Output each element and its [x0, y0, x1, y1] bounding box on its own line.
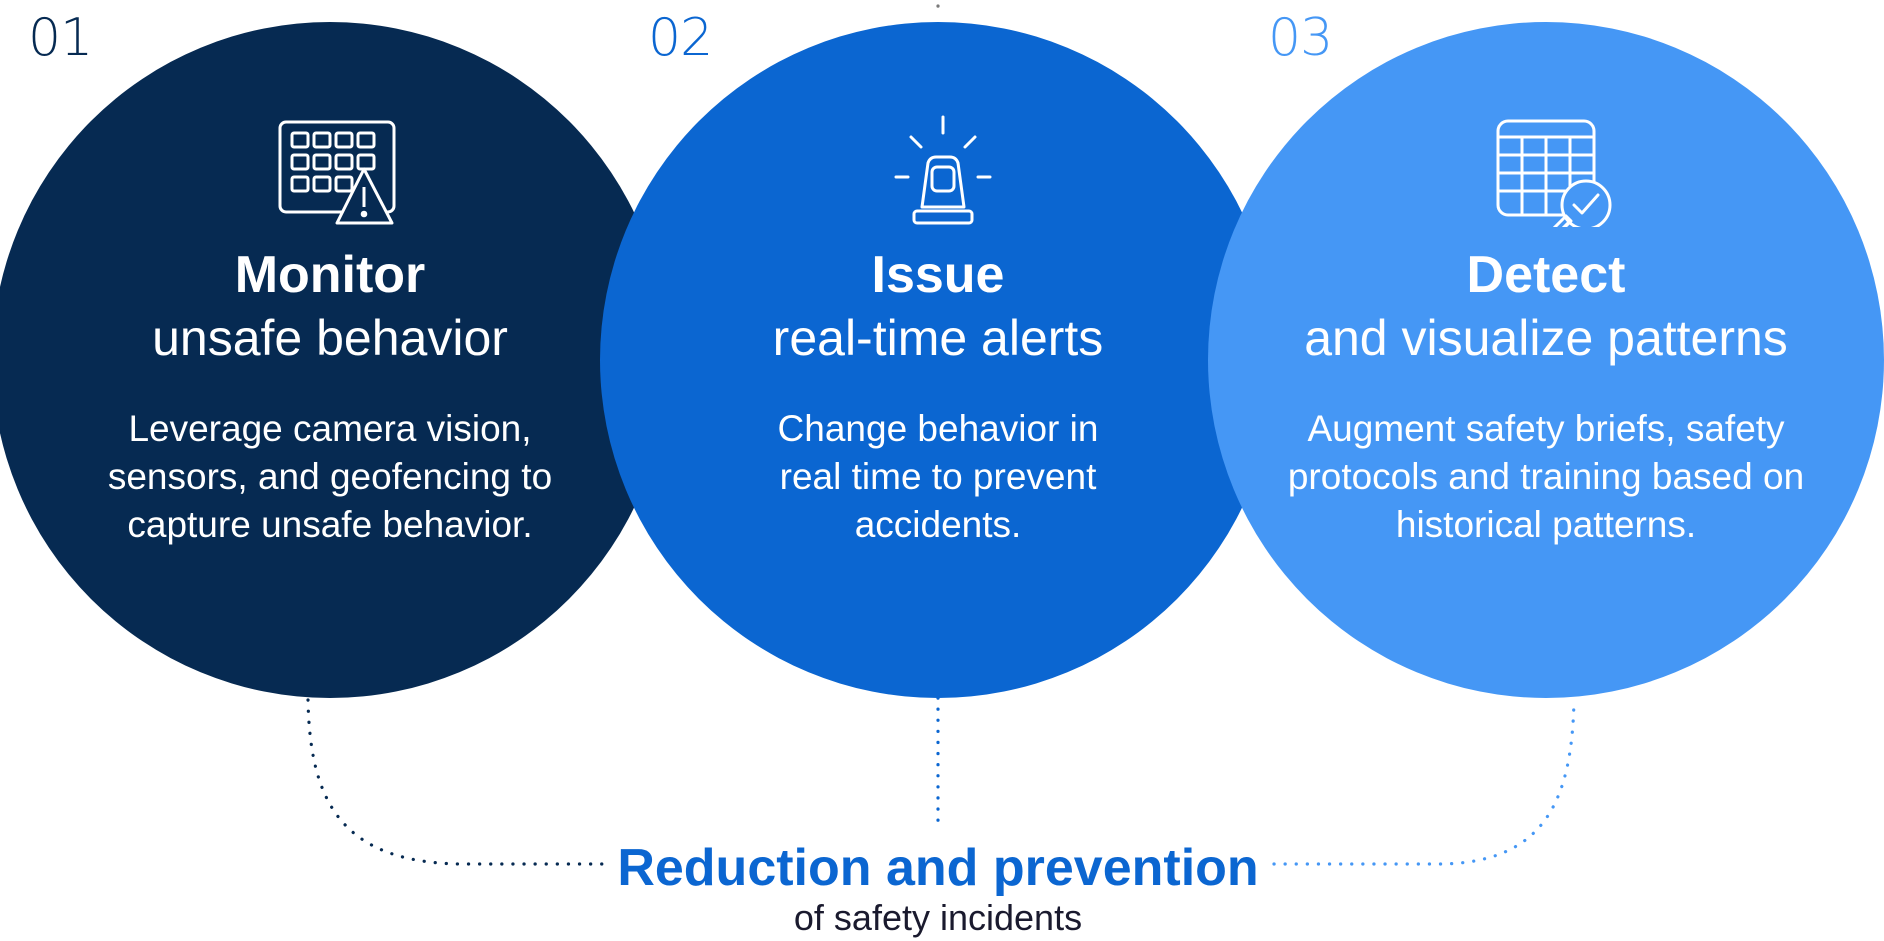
- step-number-03: 03: [1268, 8, 1333, 68]
- step-number-01: 01: [28, 8, 93, 68]
- step-title: Issue: [871, 246, 1005, 304]
- step-number-02: 02: [648, 8, 713, 68]
- outcome-subtitle: of safety incidents: [793, 897, 1083, 938]
- dashboard-warning-icon: [278, 120, 396, 225]
- step-subtitle: and visualize patterns: [1304, 310, 1788, 366]
- table-search-check-icon: [1496, 119, 1612, 227]
- step-subtitle: real-time alerts: [772, 310, 1104, 366]
- step-circle-detect: Detect and visualize patterns Augment sa…: [1208, 22, 1884, 698]
- step-circle-monitor: Monitor unsafe behavior Leverage camera …: [0, 22, 668, 698]
- step-subtitle: unsafe behavior: [152, 310, 508, 366]
- step-description: Change behavior in real time to prevent …: [777, 408, 1099, 545]
- step-title: Detect: [1466, 246, 1626, 304]
- outcome-title: Reduction and prevention: [617, 839, 1259, 897]
- step-title: Monitor: [234, 246, 426, 304]
- connector-left: [306, 698, 614, 866]
- step-description: Leverage camera vision, sensors, and geo…: [107, 408, 553, 545]
- step-circle-issue: Issue real-time alerts Change behavior i…: [600, 22, 1276, 698]
- step-description: Augment safety briefs, safety protocols …: [1287, 408, 1805, 545]
- alarm-beacon-icon: [894, 115, 992, 225]
